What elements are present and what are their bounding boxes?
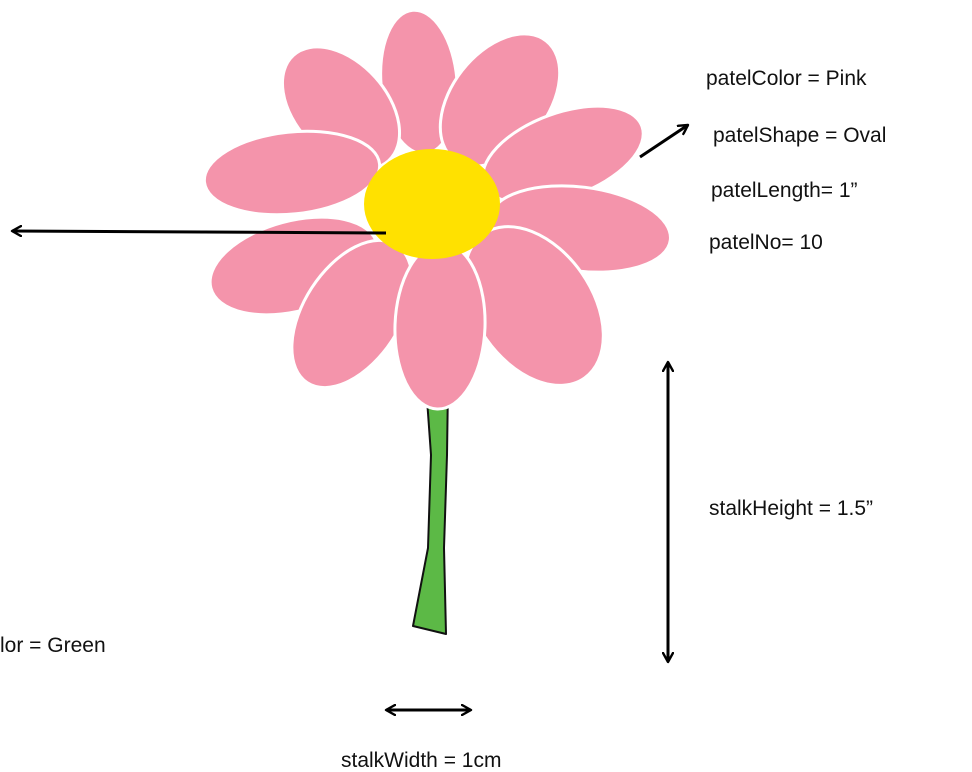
flower-center xyxy=(364,149,500,259)
stalk xyxy=(412,384,449,635)
stalk-width-label: stalkWidth = 1cm xyxy=(341,749,502,772)
petal-count-label: patelNo= 10 xyxy=(709,231,823,254)
stalk-color-label: lor = Green xyxy=(0,634,106,657)
petal-length-label: patelLength= 1” xyxy=(711,179,858,202)
petal-shape-label: patelShape = Oval xyxy=(713,124,887,147)
petal xyxy=(202,129,382,217)
petals-group xyxy=(202,8,672,411)
left-pointer-arrow xyxy=(12,231,387,233)
stalk-height-label: stalkHeight = 1.5” xyxy=(709,497,874,520)
petal-pointer-arrow xyxy=(639,123,688,159)
petal-color-label: patelColor = Pink xyxy=(706,67,867,90)
